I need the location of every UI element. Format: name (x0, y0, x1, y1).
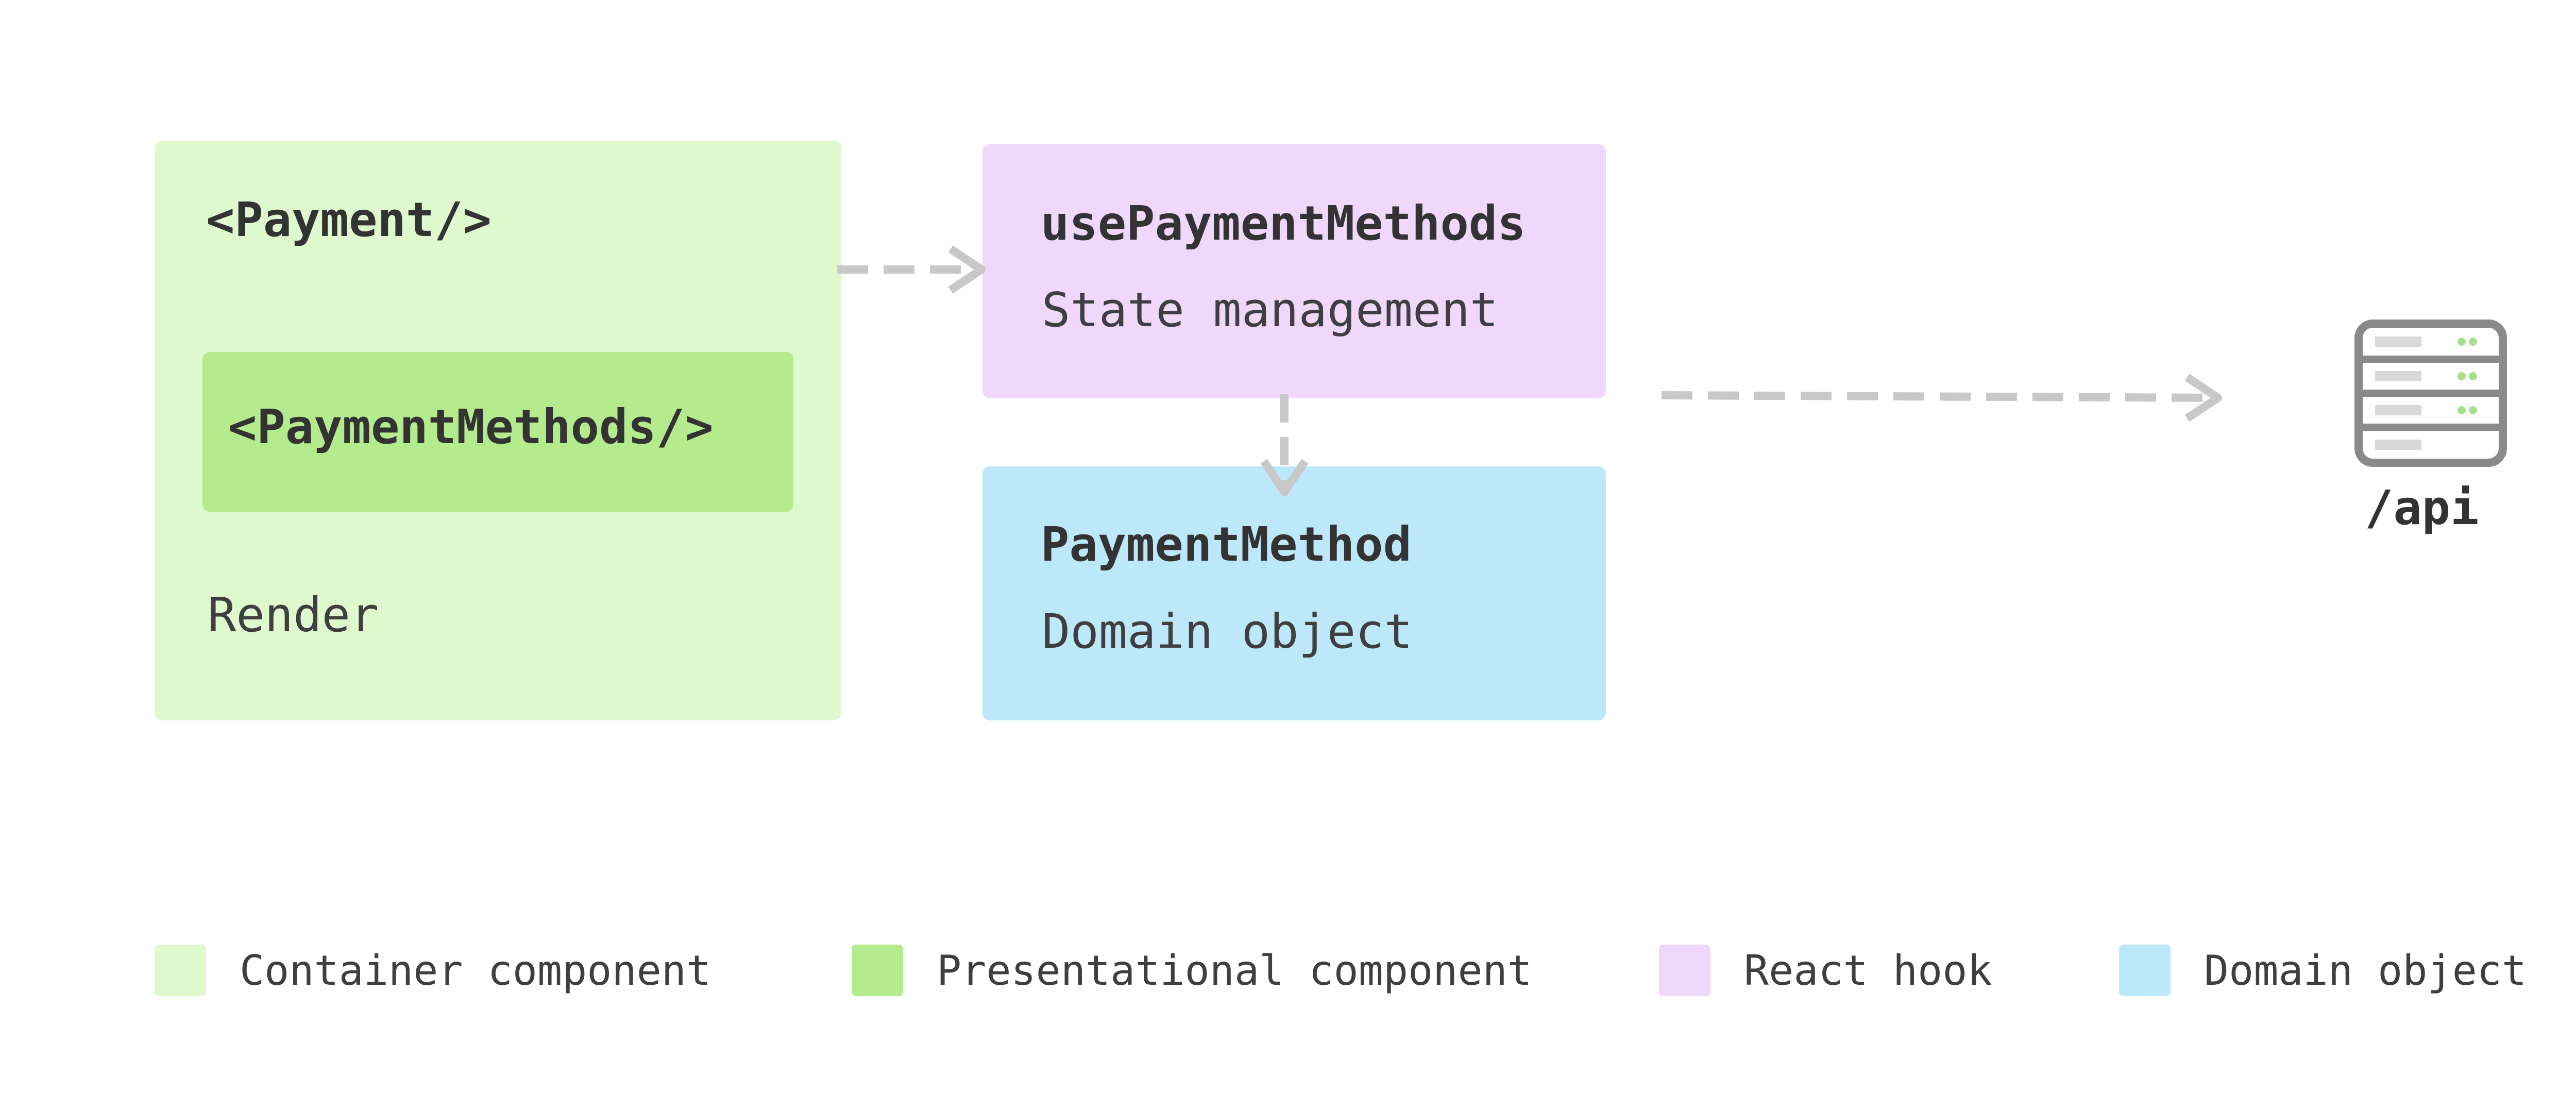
payment-title: <Payment/> (206, 192, 492, 247)
legend-label-container: Container component (240, 946, 711, 995)
legend-label-domain: Domain object (2204, 946, 2527, 995)
payment-methods-title: <PaymentMethods/> (228, 399, 714, 455)
legend-item-hook: React hook (1659, 945, 1992, 996)
arrow-hook-to-api (1661, 374, 2222, 422)
payment-methods-box (202, 352, 793, 512)
arrow-payment-to-hook (837, 245, 986, 294)
payment-method-caption: Domain object (1042, 604, 1413, 659)
legend-item-container: Container component (155, 945, 711, 996)
legend-swatch-presentational (852, 945, 903, 996)
payment-caption: Render (208, 587, 379, 643)
payment-method-title: PaymentMethod (1041, 517, 1412, 572)
legend-item-domain: Domain object (2119, 945, 2527, 996)
legend-label-hook: React hook (1744, 946, 1992, 995)
server-icon (2354, 319, 2507, 467)
legend-swatch-container (155, 945, 206, 996)
legend-swatch-domain (2119, 945, 2171, 996)
legend-label-presentational: Presentational component (937, 946, 1532, 995)
payment-method-box (982, 466, 1606, 720)
legend-item-presentational: Presentational component (852, 945, 1532, 996)
legend-swatch-hook (1659, 945, 1710, 996)
api-label: /api (2365, 480, 2479, 535)
use-payment-methods-title: usePaymentMethods (1041, 196, 1526, 251)
use-payment-methods-caption: State management (1042, 282, 1499, 338)
use-payment-methods-box (982, 144, 1606, 398)
arrow-hook-to-domain (1260, 394, 1309, 496)
